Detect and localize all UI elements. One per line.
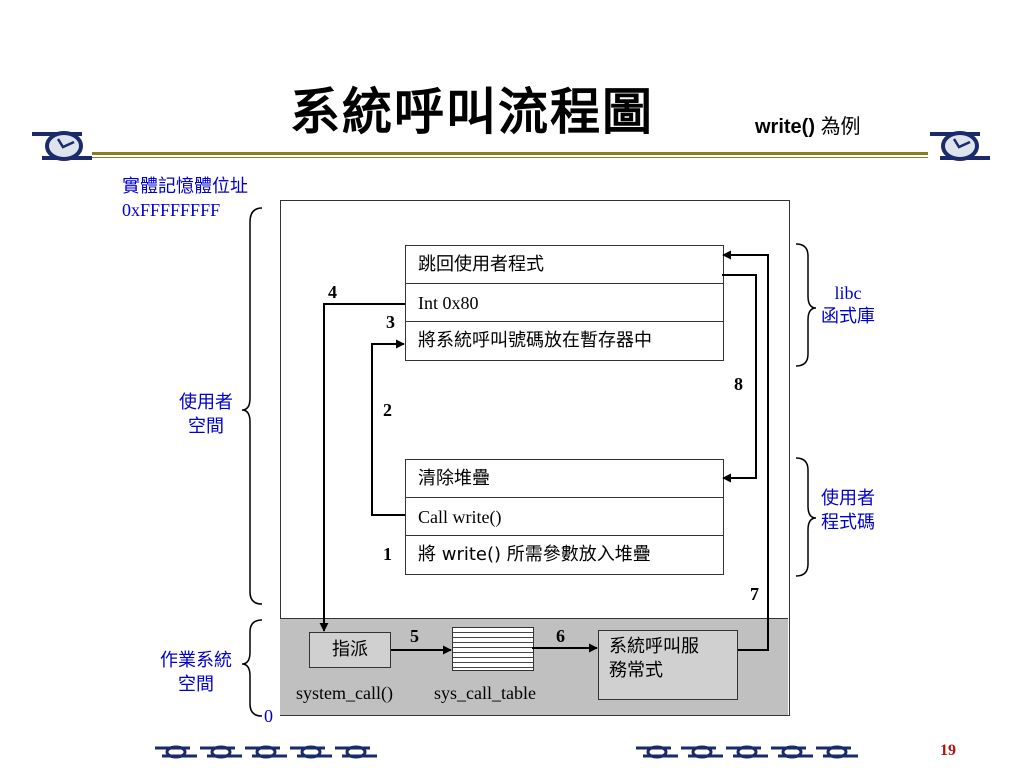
os-space-label-1: 作業系統	[160, 650, 232, 671]
table-label: sys_call_table	[434, 683, 536, 703]
logo-left-icon	[32, 131, 92, 161]
user-space-label-1: 使用者	[179, 392, 233, 413]
step-8: 8	[734, 374, 743, 394]
arrow-call-to-libc	[371, 339, 405, 516]
user-code-brace	[795, 457, 817, 577]
user-stack-item: 將 write() 所需參數放入堆疊	[418, 544, 651, 565]
zero-addr-label: 0	[264, 706, 273, 726]
libc-stack-item: Int 0x80	[406, 284, 723, 322]
arrow-return-to-clear	[722, 274, 757, 483]
header-rule-thin	[92, 157, 928, 158]
step-2: 2	[383, 400, 392, 420]
step-5: 5	[410, 626, 419, 646]
top-addr-label: 0xFFFFFFFF	[122, 200, 221, 220]
dispatch-label: system_call()	[296, 683, 393, 703]
footer-ornament-right-icon	[636, 745, 858, 759]
step-4: 4	[328, 282, 337, 302]
sys-call-table	[452, 627, 534, 671]
step-3: 3	[386, 312, 395, 332]
user-stack-item: Call write()	[406, 498, 723, 536]
user-stack-item: 清除堆疊	[406, 460, 723, 498]
page-subtitle: write() 為例	[755, 110, 861, 139]
libc-brace	[795, 243, 817, 367]
dispatch-box: 指派	[309, 632, 391, 668]
libc-stack-item: 將系統呼叫號碼放在暫存器中	[418, 330, 652, 351]
step-7: 7	[750, 584, 759, 604]
arrow-int-to-dispatch	[319, 303, 405, 632]
user-stack: 清除堆疊 Call write() 將 write() 所需參數放入堆疊	[405, 459, 724, 575]
subtitle-cjk: 為例	[820, 114, 861, 138]
user-space-brace	[241, 207, 263, 605]
arrow-service-to-return	[722, 250, 769, 651]
user-space-label-2: 空間	[188, 416, 224, 437]
step-1: 1	[383, 544, 392, 564]
os-space-brace	[241, 619, 263, 717]
user-code-label-2: 程式碼	[821, 512, 875, 533]
libc-stack-item: 跳回使用者程式	[406, 246, 723, 284]
os-space-label-2: 空間	[178, 674, 214, 695]
footer-ornament-left-icon	[155, 745, 377, 759]
libc-label-2: 函式庫	[821, 306, 875, 327]
libc-stack: 跳回使用者程式 Int 0x80 將系統呼叫號碼放在暫存器中	[405, 245, 724, 361]
phys-addr-label: 實體記憶體位址	[122, 176, 248, 197]
header-rule	[92, 152, 928, 155]
page-number: 19	[940, 742, 956, 759]
service-routine-box: 系統呼叫服 務常式	[598, 630, 738, 700]
libc-label-1: libc	[834, 283, 862, 303]
step-6: 6	[556, 626, 565, 646]
logo-right-icon	[930, 131, 990, 161]
service-routine-label-2: 務常式	[609, 660, 663, 681]
user-code-label-1: 使用者	[821, 488, 875, 509]
subtitle-code: write()	[755, 116, 815, 138]
service-routine-label-1: 系統呼叫服	[609, 636, 699, 657]
page-title: 系統呼叫流程圖	[290, 82, 654, 141]
